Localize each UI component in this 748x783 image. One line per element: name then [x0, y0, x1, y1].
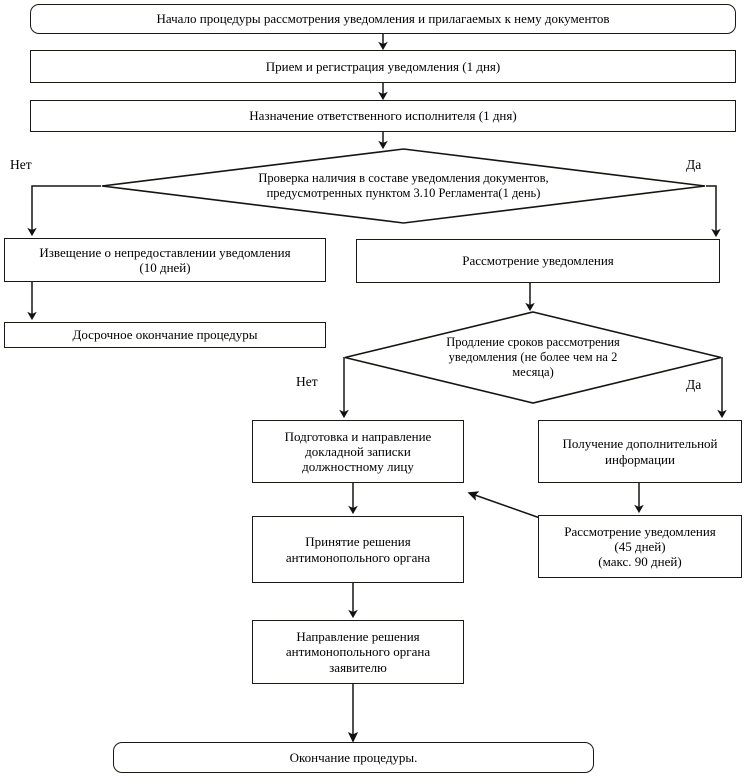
node-end-label: Окончание процедуры. — [289, 749, 418, 765]
node-send-decision-label: Направление решения антимонопольного орг… — [285, 629, 431, 675]
node-memo-label: Подготовка и направление докладной запис… — [284, 428, 432, 475]
edge-label-check-no: Нет — [10, 157, 32, 172]
edge-review45-memo — [467, 491, 541, 519]
edge-check-yes — [706, 185, 721, 238]
node-start[interactable]: Начало процедуры рассмотрения уведомлени… — [30, 4, 736, 34]
edge-label-extend-no: Нет — [296, 374, 318, 389]
extend-diamond-shape — [344, 311, 722, 404]
node-get-info-label: Получение дополнительной информации — [562, 436, 718, 467]
edge-check-no — [27, 185, 101, 237]
edge-label-check-yes: Да — [686, 157, 702, 172]
node-notice-missing-label: Извещение о непредоставлении уведомления… — [39, 244, 291, 275]
node-review-label: Рассмотрение уведомления — [462, 253, 614, 269]
node-review[interactable]: Рассмотрение уведомления — [356, 239, 720, 283]
node-send-decision[interactable]: Направление решения антимонопольного орг… — [252, 620, 464, 684]
node-assign[interactable]: Назначение ответственного исполнителя (1… — [30, 100, 736, 132]
check-diamond-shape — [101, 148, 706, 224]
edge-label-extend-yes: Да — [686, 377, 702, 392]
node-decision-label: Принятие решения антимонопольного органа — [285, 534, 431, 565]
node-memo[interactable]: Подготовка и направление докладной запис… — [252, 420, 464, 483]
node-review-45[interactable]: Рассмотрение уведомления (45 дней) (макс… — [538, 515, 742, 578]
node-decision[interactable]: Принятие решения антимонопольного органа — [252, 516, 464, 583]
node-assign-label: Назначение ответственного исполнителя (1… — [249, 108, 517, 124]
node-notice-missing[interactable]: Извещение о непредоставлении уведомления… — [4, 238, 326, 282]
node-end[interactable]: Окончание процедуры. — [113, 742, 594, 773]
node-early-end[interactable]: Досрочное окончание процедуры — [4, 322, 326, 348]
node-early-end-label: Досрочное окончание процедуры — [72, 327, 258, 343]
node-extend[interactable]: Продление сроков рассмотрения уведомлени… — [344, 311, 722, 404]
node-get-info[interactable]: Получение дополнительной информации — [538, 420, 742, 483]
node-receive-label: Прием и регистрация уведомления (1 дня) — [265, 58, 501, 74]
node-receive[interactable]: Прием и регистрация уведомления (1 дня) — [30, 50, 736, 83]
node-check[interactable]: Проверка наличия в составе уведомления д… — [101, 148, 706, 224]
node-review-45-label: Рассмотрение уведомления (45 дней) (макс… — [564, 523, 716, 570]
node-start-label: Начало процедуры рассмотрения уведомлени… — [156, 11, 610, 27]
